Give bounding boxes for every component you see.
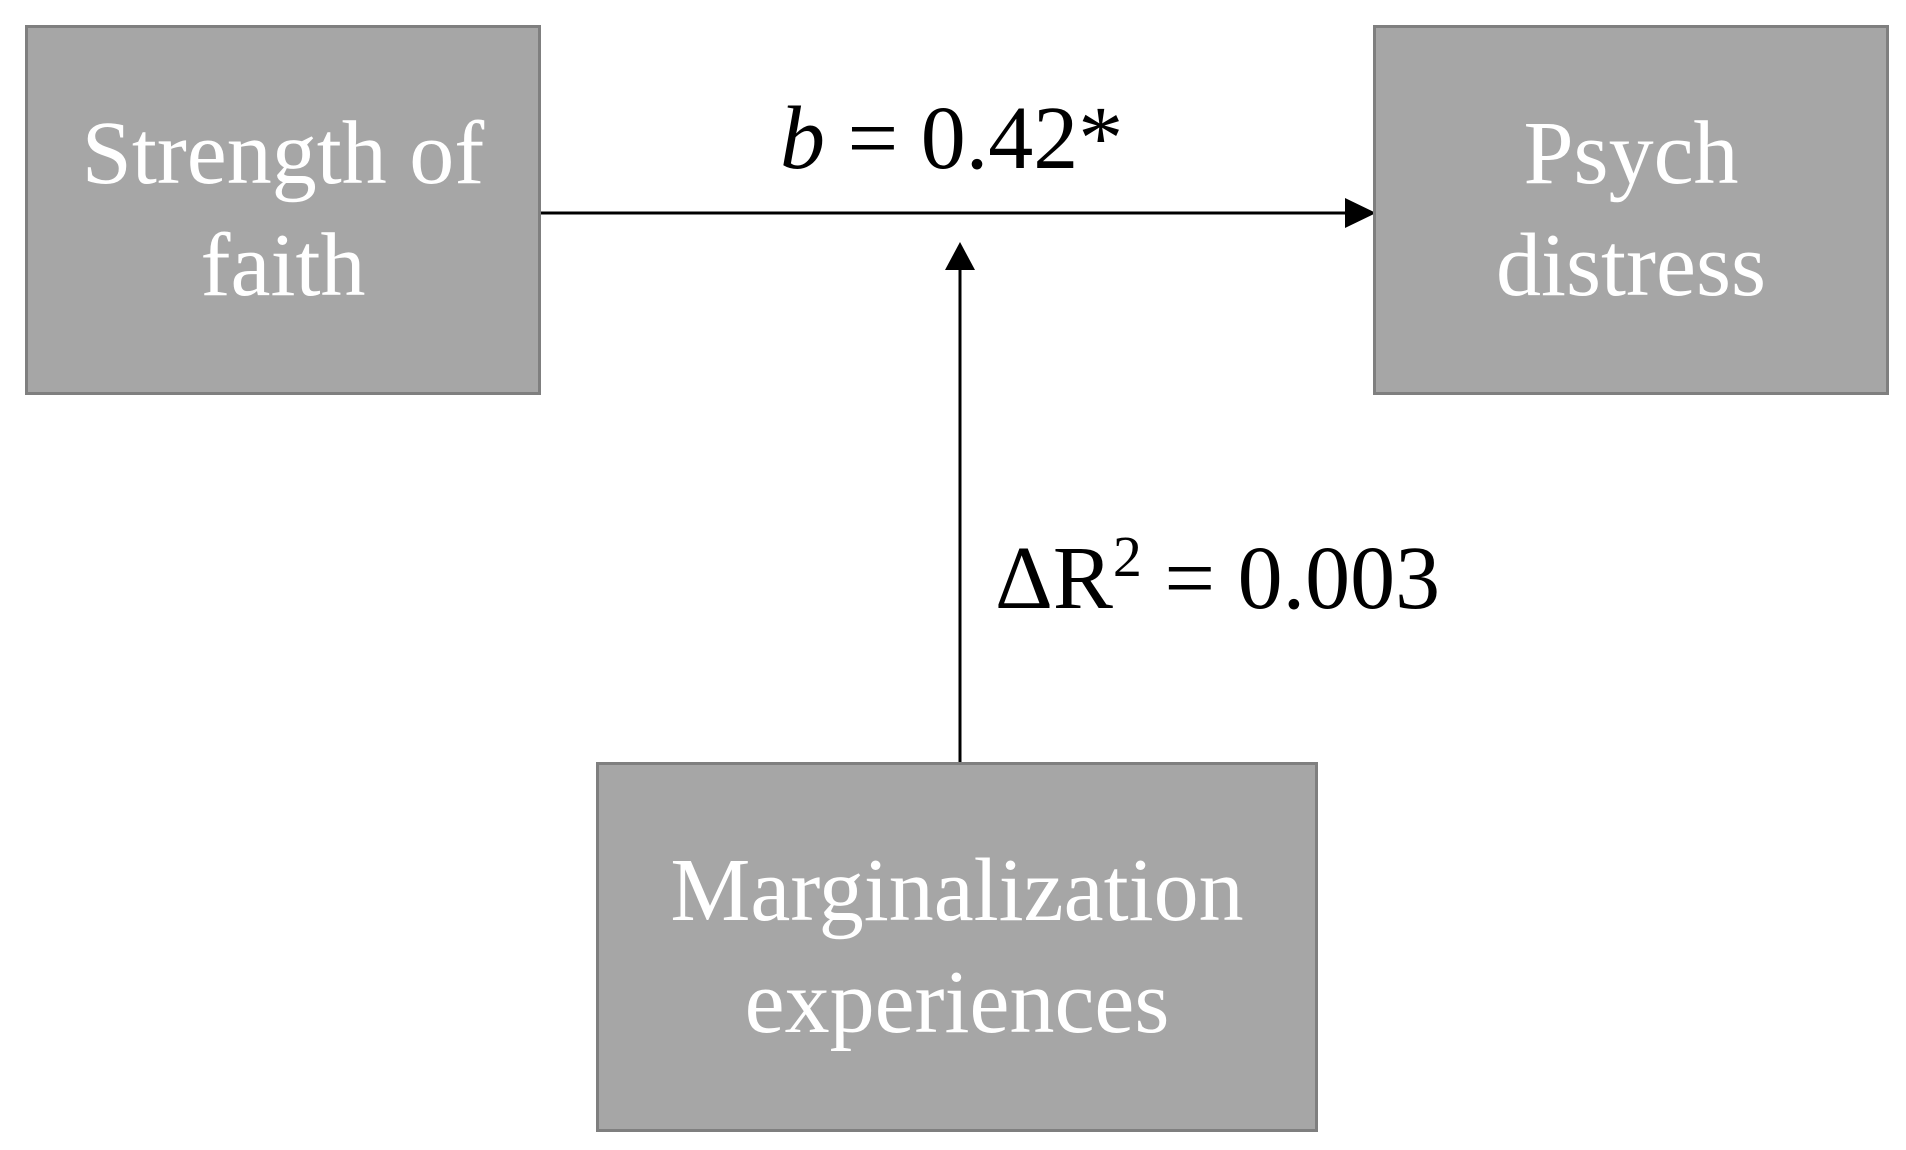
node-psych-distress: Psych distress: [1373, 25, 1889, 395]
arrowhead-up-icon: [945, 242, 975, 270]
edge-moderator-to-path: [945, 242, 975, 762]
node-marginalization-line1: Marginalization: [670, 841, 1244, 940]
node-strength-of-faith: Strength of faith: [25, 25, 541, 395]
node-psych-distress-line1: Psych: [1523, 104, 1739, 203]
coefficient-value: = 0.42*: [825, 89, 1124, 188]
node-marginalization-experiences: Marginalization experiences: [596, 762, 1318, 1132]
edge-predictor-to-outcome: [541, 198, 1376, 228]
node-marginalization-line2: experiences: [744, 953, 1170, 1052]
node-strength-of-faith-line1: Strength of: [81, 104, 485, 203]
path-coefficient-label: b = 0.42*: [780, 89, 1123, 189]
node-psych-distress-line2: distress: [1496, 216, 1766, 315]
delta-r-value: = 0.003: [1141, 529, 1441, 628]
coefficient-symbol: b: [780, 89, 825, 188]
delta-r-superscript: 2: [1112, 524, 1142, 589]
node-strength-of-faith-line2: faith: [200, 216, 366, 315]
arrowhead-right-icon: [1345, 198, 1376, 228]
delta-r-prefix: ΔR: [995, 529, 1113, 628]
delta-r-squared-label: ΔR2 = 0.003: [995, 524, 1441, 639]
